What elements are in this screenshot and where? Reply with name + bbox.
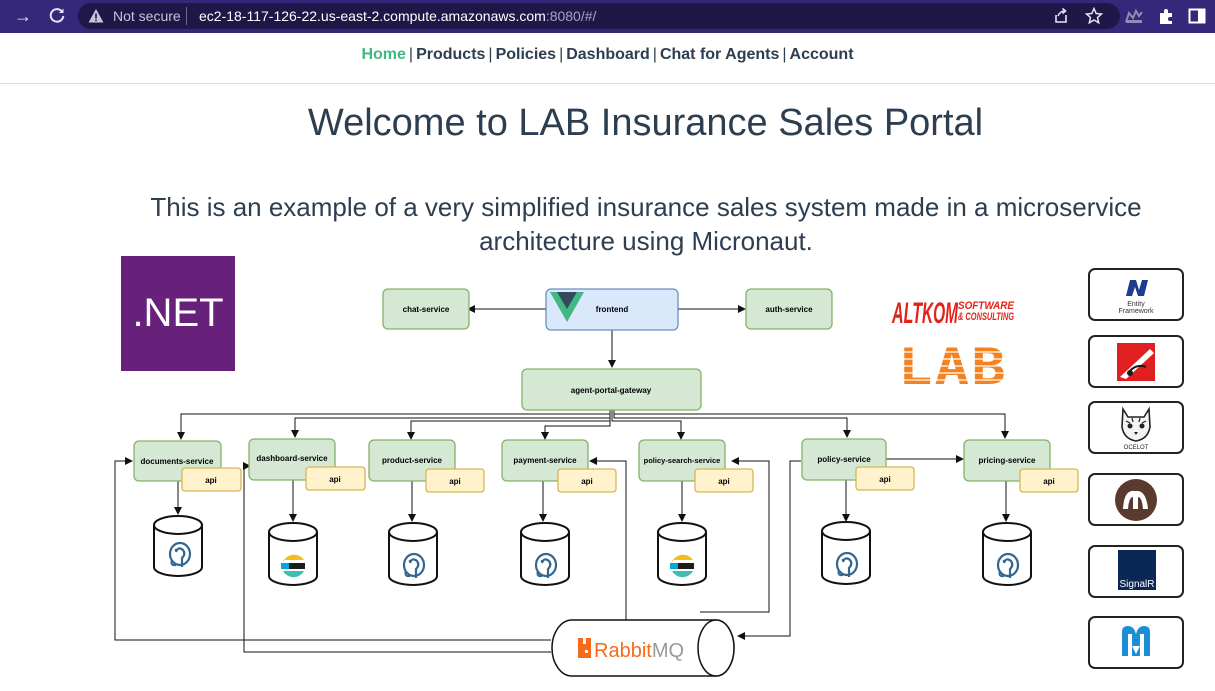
svg-text:api: api [1043,477,1055,486]
share-icon[interactable] [1052,7,1070,25]
polly-logo-icon [1115,479,1157,521]
page-description: This is an example of a very simplified … [150,192,1142,256]
entity-framework-icon: Entity Framework [1118,280,1154,315]
svg-text:api: api [449,477,461,486]
ocelot-cat-icon: OCELOT [1121,406,1151,451]
svg-text:& CONSULTING: & CONSULTING [958,311,1014,323]
svg-text:OCELOT: OCELOT [1124,445,1149,451]
db-edges [174,455,1010,522]
nav-separator: | [782,46,787,63]
svg-text:policy-service: policy-service [817,455,871,464]
rabbitmq-logo-icon [578,638,591,658]
entity-framework-tile: Entity Framework [1088,268,1184,321]
svg-text:api: api [205,476,217,485]
url-rest: :8080/#/ [545,8,597,24]
altkom-logo: ALT KOM SOFTWARE & CONSULTING [891,297,1014,330]
address-bar[interactable]: Not secure ec2-18-117-126-22.us-east-2.c… [78,3,1120,29]
architecture-diagram: chat-service frontend auth-service agent… [114,288,1079,677]
chat-service-node: chat-service [382,288,470,330]
nav-separator: | [488,46,493,63]
omnibox-divider [186,7,187,25]
pricing-service-node: pricing-service api [963,439,1079,493]
micronaut-tile [1088,616,1184,669]
svg-text:dashboard-service: dashboard-service [256,454,328,463]
nav-account[interactable]: Account [789,46,854,63]
svg-text:policy-search-service: policy-search-service [644,456,721,465]
policy-search-elastic-db-icon [657,522,707,586]
svg-text:agent-portal-gateway: agent-portal-gateway [571,386,652,395]
url-text[interactable]: ec2-18-117-126-22.us-east-2.compute.amaz… [199,8,596,24]
svg-text:product-service: product-service [382,456,443,465]
svg-text:SOFTWARE: SOFTWARE [958,300,1015,312]
reload-icon[interactable] [44,4,70,28]
svg-text:ALT: ALT [891,297,923,330]
svg-text:api: api [879,475,891,484]
extension-chart-icon[interactable] [1125,7,1143,25]
nav-policies[interactable]: Policies [495,46,557,63]
documents-service-node: documents-service api [133,440,242,492]
redis-tool-tile [1088,335,1184,388]
policy-search-service-node: policy-search-service api [638,439,754,493]
warning-icon[interactable] [88,8,104,24]
nav-separator: | [652,46,657,63]
documents-postgres-db-icon [153,515,203,577]
auth-service-node: auth-service [745,288,833,330]
bookmark-star-icon[interactable] [1085,7,1103,25]
payment-service-node: payment-service api [501,439,617,493]
svg-text:KOM: KOM [922,297,959,330]
extensions-puzzle-icon[interactable] [1157,7,1175,25]
product-service-node: product-service api [368,439,485,493]
security-label[interactable]: Not secure [113,8,181,24]
toolbox-icon [1117,343,1155,381]
page-title: Welcome to LAB Insurance Sales Portal [307,102,984,144]
svg-text:LAB: LAB [898,338,1008,396]
forward-arrow-icon[interactable]: → [14,6,32,26]
svg-text:Framework: Framework [1118,308,1154,315]
frontend-node: frontend [545,288,679,331]
svg-text:documents-service: documents-service [141,457,214,466]
micronaut-icon [1122,626,1150,656]
signalr-tile: SignalR [1088,545,1184,598]
policy-service-node: policy-service api [801,438,915,491]
main-nav: Home|Products|Policies|Dashboard|Chat fo… [0,34,1215,84]
dashboard-service-node: dashboard-service api [248,438,366,491]
browser-toolbar: → Not secure ec2-18-117-126-22.us-east-2… [0,0,1215,33]
pricing-postgres-db-icon [982,522,1032,586]
dotnet-logo: .NET [121,256,235,371]
svg-text:api: api [718,477,730,486]
rabbitmq-bus: RabbitMQ [551,619,735,677]
svg-text:pricing-service: pricing-service [979,456,1036,465]
rabbit-edges [114,457,801,653]
nav-separator: | [408,46,414,63]
gateway-edges [177,410,1009,440]
nav-products[interactable]: Products [416,46,486,63]
policy-postgres-db-icon [821,521,871,585]
product-postgres-db-icon [388,522,438,586]
nav-dashboard[interactable]: Dashboard [566,46,650,63]
nav-home[interactable]: Home [361,46,406,63]
agent-portal-gateway-node: agent-portal-gateway [521,368,702,411]
nav-chat-for-agents[interactable]: Chat for Agents [659,46,780,63]
lab-logo: LAB [898,338,1010,396]
polly-tile [1088,473,1184,526]
svg-text:RabbitMQ: RabbitMQ [594,640,684,662]
vue-logo-icon [550,292,584,322]
svg-text:payment-service: payment-service [513,456,577,465]
svg-text:api: api [329,475,341,484]
svg-text:frontend: frontend [596,305,629,314]
svg-text:SignalR: SignalR [1119,579,1154,590]
payment-postgres-db-icon [520,522,570,586]
svg-text:auth-service: auth-service [765,305,813,314]
side-panel-icon[interactable] [1188,7,1206,25]
dashboard-elastic-db-icon [268,522,318,586]
svg-text:chat-service: chat-service [403,305,450,314]
url-host: ec2-18-117-126-22.us-east-2.compute.amaz… [199,8,546,24]
svg-text:api: api [581,477,593,486]
ocelot-tile: OCELOT [1088,401,1184,454]
nav-separator: | [559,46,564,63]
svg-text:Entity: Entity [1127,301,1145,308]
signalr-icon: SignalR [1118,550,1156,590]
